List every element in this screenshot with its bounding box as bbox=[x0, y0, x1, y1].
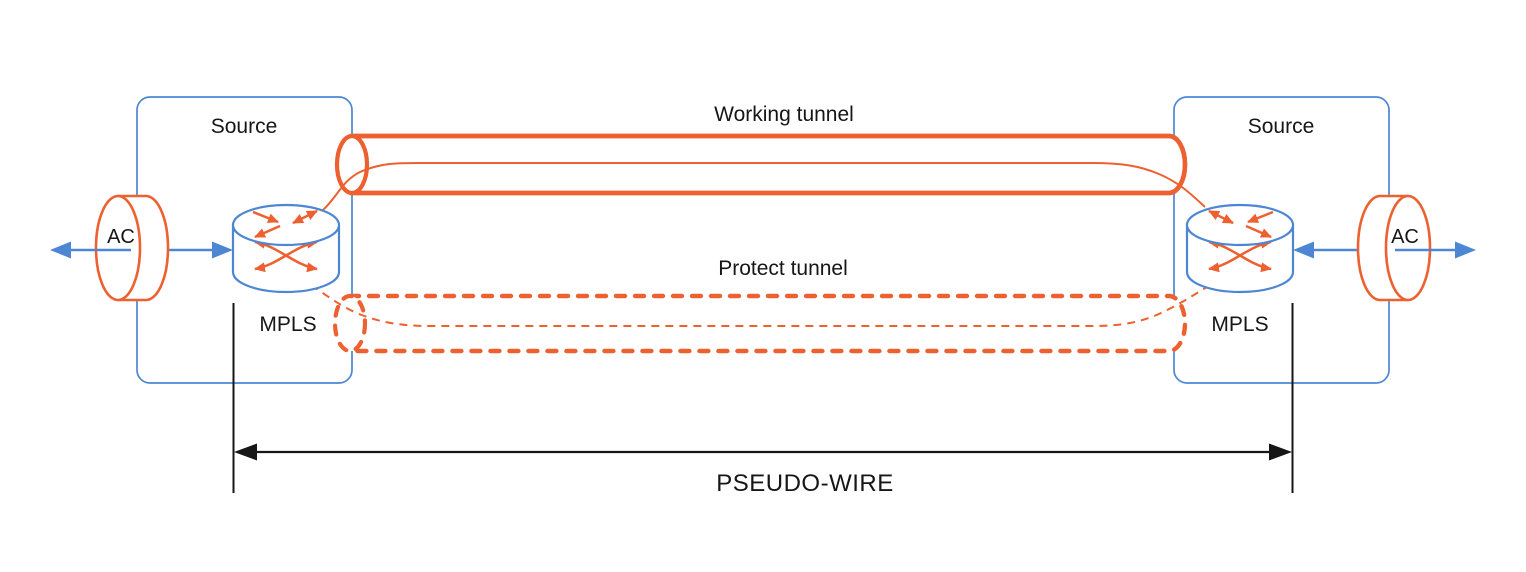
arrow-left-icon bbox=[234, 443, 257, 461]
protect-tunnel-open-end bbox=[332, 293, 368, 354]
mpls-label-right: MPLS bbox=[1211, 313, 1268, 336]
working-tunnel-open-end bbox=[334, 133, 370, 196]
protect-wire bbox=[310, 284, 1208, 327]
ac-disc-front bbox=[1384, 194, 1432, 302]
protect-tunnel-label: Protect tunnel bbox=[718, 257, 848, 280]
mpls-router-icon-left bbox=[231, 203, 341, 294]
pseudo-wire-span bbox=[232, 303, 1294, 493]
router-top-face bbox=[1185, 203, 1295, 247]
protect-tunnel-outline bbox=[347, 293, 1188, 354]
mpls-label-left: MPLS bbox=[259, 313, 316, 336]
ac-label-right: AC bbox=[1391, 226, 1419, 248]
router-top-arrow-in bbox=[1247, 210, 1274, 224]
protect-tunnel bbox=[332, 293, 1188, 354]
arrow-right-icon bbox=[1269, 443, 1292, 461]
pseudo-wire-label: PSEUDO-WIRE bbox=[716, 470, 894, 497]
working-wire bbox=[322, 161, 1206, 211]
arrow-right-icon bbox=[1455, 241, 1476, 259]
working-tunnel-tube bbox=[349, 133, 1188, 196]
working-tunnel-outline bbox=[352, 133, 1188, 196]
ac-group-left: AC bbox=[50, 194, 233, 302]
source-label-right: Source bbox=[1248, 115, 1315, 138]
router-top-arrow-double bbox=[292, 209, 318, 225]
working-tunnel-label: Working tunnel bbox=[714, 103, 854, 126]
working-tunnel bbox=[334, 133, 1188, 196]
protect-tunnel-fill bbox=[350, 296, 1185, 351]
source-label-left: Source bbox=[211, 115, 278, 138]
router-top-arrow-double bbox=[1208, 209, 1234, 225]
mpls-router-icon-right bbox=[1185, 203, 1295, 294]
router-top-arrow-in bbox=[252, 210, 279, 224]
router-top-arrow-out bbox=[1245, 224, 1272, 239]
arrow-left-icon bbox=[1293, 241, 1314, 259]
ac-group-right: AC bbox=[1293, 194, 1476, 302]
arrow-right-icon bbox=[212, 241, 233, 259]
router-top-face bbox=[231, 203, 341, 247]
ac-disc-front bbox=[94, 194, 142, 302]
arrow-left-icon bbox=[50, 241, 71, 259]
router-top-arrow-out bbox=[254, 224, 281, 239]
ac-label-left: AC bbox=[107, 226, 135, 248]
